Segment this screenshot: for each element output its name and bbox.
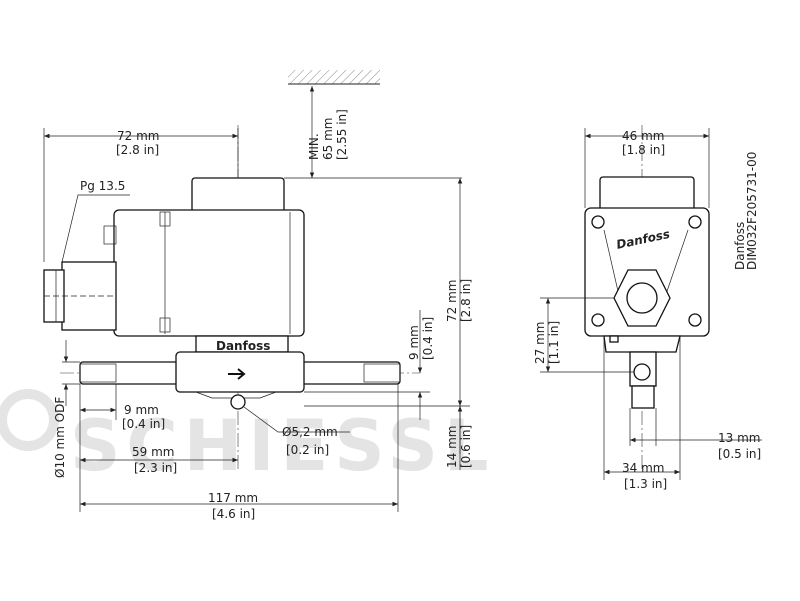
outlet-pipe <box>299 361 401 385</box>
dim-hole-in: [0.2 in] <box>286 443 329 457</box>
dim-bottom-h-in: [0.6 in] <box>459 425 473 468</box>
dim-bottom-h: 14 mm <box>445 426 459 468</box>
dim-height: 72 mm <box>445 280 459 322</box>
dim-top-width-in: [2.8 in] <box>116 143 159 157</box>
dim-total-len-in: [4.6 in] <box>212 507 255 521</box>
dim-hole: Ø5,2 mm <box>282 425 338 439</box>
mounting-hole <box>230 394 246 410</box>
watermark-text: SCHIESSL <box>70 405 495 487</box>
dim-clearance-mm: 65 mm <box>321 118 335 160</box>
inlet-pipe <box>79 361 181 385</box>
dim-end-pipe-h-in: [1.1 in] <box>547 321 561 364</box>
screw-icon <box>688 313 702 327</box>
flow-arrow-icon <box>228 368 246 380</box>
dim-center-len: 59 mm <box>132 445 174 459</box>
dim-clearance-min: MIN. <box>307 133 321 160</box>
valve-body <box>175 351 305 393</box>
nut-bore <box>626 282 658 314</box>
side-view: Danfoss 72 mm [2.8 in] MIN. 65 mm [2.55 … <box>43 70 473 521</box>
dim-end-width-in: [1.8 in] <box>622 143 665 157</box>
dim-clearance-in: [2.55 in] <box>335 109 349 160</box>
screw-icon <box>591 313 605 327</box>
dim-center-len-in: [2.3 in] <box>134 461 177 475</box>
coil-cap <box>191 177 285 213</box>
code-line1: Danfoss <box>733 222 747 270</box>
dim-end-stub: 13 mm <box>718 431 760 445</box>
end-view: Danfoss 46 mm [1.8 in] 27 mm [1.1 in] 13… <box>533 125 762 491</box>
dim-pipe-offset: 9 mm <box>407 325 421 360</box>
dim-end-stub-in: [0.5 in] <box>718 447 761 461</box>
end-coil-cap <box>599 176 695 212</box>
dim-odf: Ø10 mm ODF <box>53 397 67 478</box>
dim-inlet-len-in: [0.4 in] <box>122 417 165 431</box>
dim-top-width: 72 mm <box>117 129 159 143</box>
end-valve-body <box>603 335 681 353</box>
dim-height-in: [2.8 in] <box>459 279 473 322</box>
end-bottom-boss <box>631 385 655 409</box>
coil-body <box>113 209 305 337</box>
connector-label: Pg 13.5 <box>80 179 125 193</box>
watermark: SCHIESSL <box>0 389 495 487</box>
screw-icon <box>591 215 605 229</box>
body-logo: Danfoss <box>216 339 270 353</box>
dim-inlet-len: 9 mm <box>124 403 159 417</box>
screw-icon <box>688 215 702 229</box>
dim-pipe-offset-in: [0.4 in] <box>421 317 435 360</box>
dim-end-width: 46 mm <box>622 129 664 143</box>
drawing-code: Danfoss DIM032F205731-00 <box>733 152 759 270</box>
dim-end-base-in: [1.3 in] <box>624 477 667 491</box>
dim-end-pipe-h: 27 mm <box>533 322 547 364</box>
code-line2: DIM032F205731-00 <box>745 152 759 270</box>
dim-end-base: 34 mm <box>622 461 664 475</box>
ceiling-hatch <box>288 70 380 84</box>
dim-total-len: 117 mm <box>208 491 258 505</box>
